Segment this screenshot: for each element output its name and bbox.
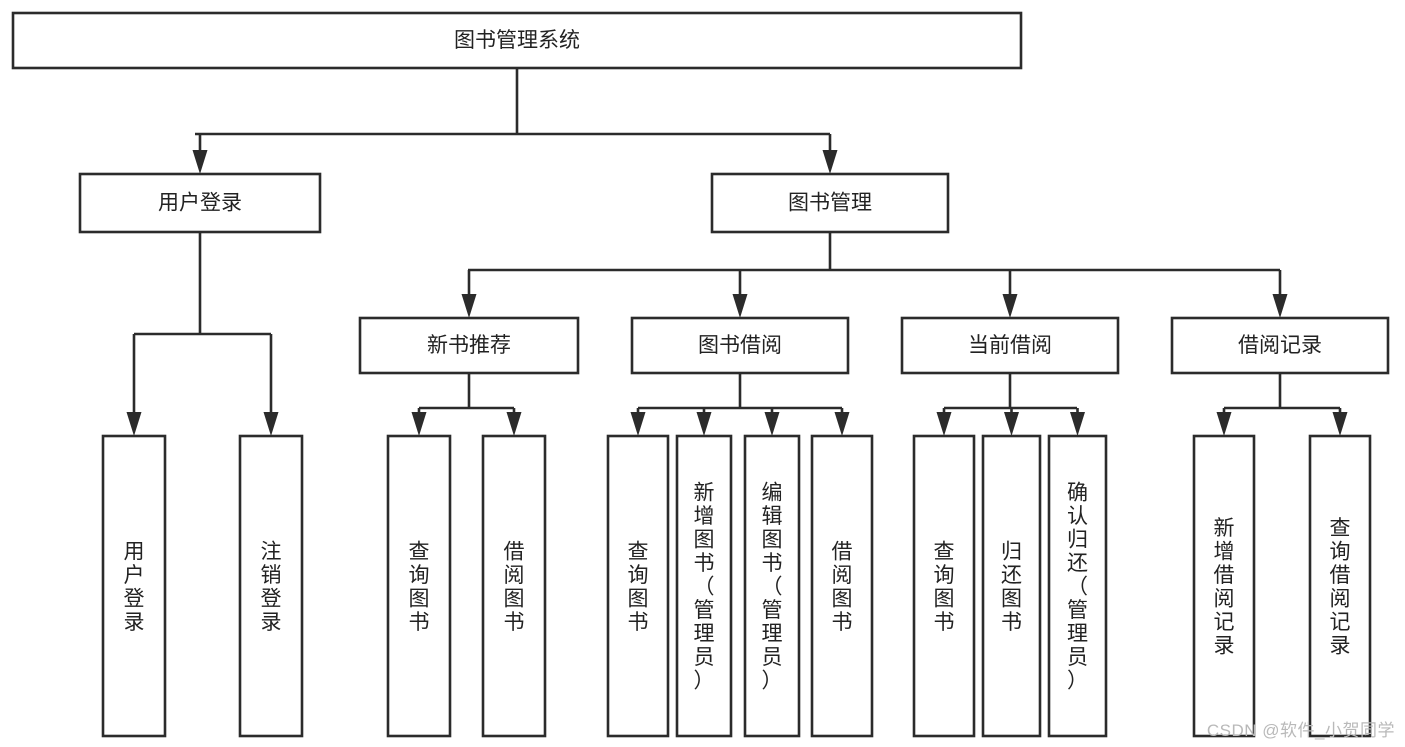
node-leaf-query-book-borrow[interactable]: 查询图书 [606, 434, 670, 738]
node-label-leaf-query-book-current: 查询图书 [934, 540, 955, 634]
node-box-root[interactable] [11, 11, 1023, 70]
node-new-book-recommend[interactable]: 新书推荐 [358, 316, 580, 375]
node-box-leaf-return-book[interactable] [981, 434, 1042, 738]
node-user-login[interactable]: 用户登录 [78, 172, 322, 234]
node-leaf-borrow-book-recommend[interactable]: 借阅图书 [481, 434, 547, 738]
node-label-leaf-add-book-admin: 新增图书（管理员） [694, 482, 715, 693]
arrow-to-leaf-logout-login-head [263, 412, 279, 436]
node-label-leaf-query-book-borrow: 查询图书 [628, 540, 649, 634]
arrow-to-new-book-recommend-head [461, 294, 477, 318]
arrow-to-leaf-borrow-book-recommend-head [506, 412, 522, 436]
node-label-leaf-confirm-return-admin: 确认归还（管理员） [1067, 482, 1088, 693]
node-leaf-query-borrow-record[interactable]: 查询借阅记录 [1308, 434, 1372, 738]
arrow-to-current-borrow-head [1002, 294, 1018, 318]
arrow-to-book-manage-head [822, 150, 838, 174]
node-label-leaf-logout-login: 注销登录 [261, 540, 282, 634]
node-label-leaf-borrow-book-recommend: 借阅图书 [504, 540, 525, 634]
node-leaf-add-borrow-record[interactable]: 新增借阅记录 [1192, 434, 1256, 738]
node-box-leaf-add-book-admin[interactable] [675, 434, 733, 738]
node-label-leaf-edit-book-admin: 编辑图书（管理员） [762, 482, 783, 693]
arrow-to-leaf-return-book-head [1004, 412, 1019, 436]
node-leaf-edit-book-admin[interactable]: 编辑图书（管理员） [743, 434, 801, 738]
arrow-to-book-borrow-head [732, 294, 748, 318]
arrow-to-borrow-record-head [1272, 294, 1288, 318]
arrow-to-leaf-query-book-recommend-head [411, 412, 427, 436]
arrow-to-leaf-user-login-head [126, 412, 142, 436]
node-label-leaf-query-borrow-record: 查询借阅记录 [1330, 517, 1351, 658]
arrow-to-leaf-query-borrow-record-head [1332, 412, 1348, 436]
nodes-layer: 图书管理系统用户登录图书管理新书推荐图书借阅当前借阅借阅记录用户登录注销登录查询… [11, 11, 1390, 738]
node-label-user-login: 用户登录 [158, 192, 242, 215]
node-root[interactable]: 图书管理系统 [11, 11, 1023, 70]
node-borrow-record[interactable]: 借阅记录 [1170, 316, 1390, 375]
node-book-manage[interactable]: 图书管理 [710, 172, 950, 234]
node-label-book-manage: 图书管理 [788, 192, 872, 215]
arrow-to-leaf-edit-book-admin-head [764, 412, 780, 436]
node-label-leaf-borrow-book: 借阅图书 [832, 540, 853, 634]
node-box-leaf-borrow-book-recommend[interactable] [481, 434, 547, 738]
node-book-borrow[interactable]: 图书借阅 [630, 316, 850, 375]
node-box-leaf-query-borrow-record[interactable] [1308, 434, 1372, 738]
arrow-to-leaf-confirm-return-admin-head [1070, 412, 1085, 436]
node-label-leaf-add-borrow-record: 新增借阅记录 [1214, 517, 1235, 658]
node-leaf-borrow-book[interactable]: 借阅图书 [810, 434, 874, 738]
node-label-borrow-record: 借阅记录 [1238, 334, 1322, 357]
node-label-book-borrow: 图书借阅 [698, 334, 782, 357]
node-box-leaf-borrow-book[interactable] [810, 434, 874, 738]
node-box-leaf-logout-login[interactable] [238, 434, 304, 738]
node-box-leaf-add-borrow-record[interactable] [1192, 434, 1256, 738]
arrow-to-leaf-query-book-borrow-head [630, 412, 646, 436]
arrow-to-user-login-head [192, 150, 208, 174]
node-label-leaf-user-login: 用户登录 [124, 540, 145, 634]
node-box-leaf-edit-book-admin[interactable] [743, 434, 801, 738]
node-box-current-borrow[interactable] [900, 316, 1120, 375]
node-box-leaf-user-login[interactable] [101, 434, 167, 738]
arrow-to-leaf-borrow-book-head [834, 412, 850, 436]
node-leaf-query-book-recommend[interactable]: 查询图书 [386, 434, 452, 738]
node-box-book-borrow[interactable] [630, 316, 850, 375]
arrow-to-leaf-add-book-admin-head [696, 412, 712, 436]
node-box-user-login[interactable] [78, 172, 322, 234]
node-leaf-logout-login[interactable]: 注销登录 [238, 434, 304, 738]
node-label-leaf-return-book: 归还图书 [1001, 540, 1022, 634]
node-leaf-user-login[interactable]: 用户登录 [101, 434, 167, 738]
arrow-to-leaf-add-borrow-record-head [1216, 412, 1232, 436]
node-label-new-book-recommend: 新书推荐 [427, 334, 511, 357]
node-label-leaf-query-book-recommend: 查询图书 [409, 540, 430, 634]
arrow-to-leaf-query-book-current-head [936, 412, 952, 436]
node-box-leaf-query-book-borrow[interactable] [606, 434, 670, 738]
node-leaf-query-book-current[interactable]: 查询图书 [912, 434, 976, 738]
node-box-leaf-confirm-return-admin[interactable] [1047, 434, 1108, 738]
node-leaf-add-book-admin[interactable]: 新增图书（管理员） [675, 434, 733, 738]
connectors-layer [126, 68, 1348, 436]
node-leaf-return-book[interactable]: 归还图书 [981, 434, 1042, 738]
node-current-borrow[interactable]: 当前借阅 [900, 316, 1120, 375]
node-box-borrow-record[interactable] [1170, 316, 1390, 375]
node-box-leaf-query-book-recommend[interactable] [386, 434, 452, 738]
node-box-new-book-recommend[interactable] [358, 316, 580, 375]
node-label-current-borrow: 当前借阅 [968, 334, 1052, 357]
node-box-book-manage[interactable] [710, 172, 950, 234]
node-leaf-confirm-return-admin[interactable]: 确认归还（管理员） [1047, 434, 1108, 738]
node-box-leaf-query-book-current[interactable] [912, 434, 976, 738]
node-label-root: 图书管理系统 [454, 29, 580, 52]
